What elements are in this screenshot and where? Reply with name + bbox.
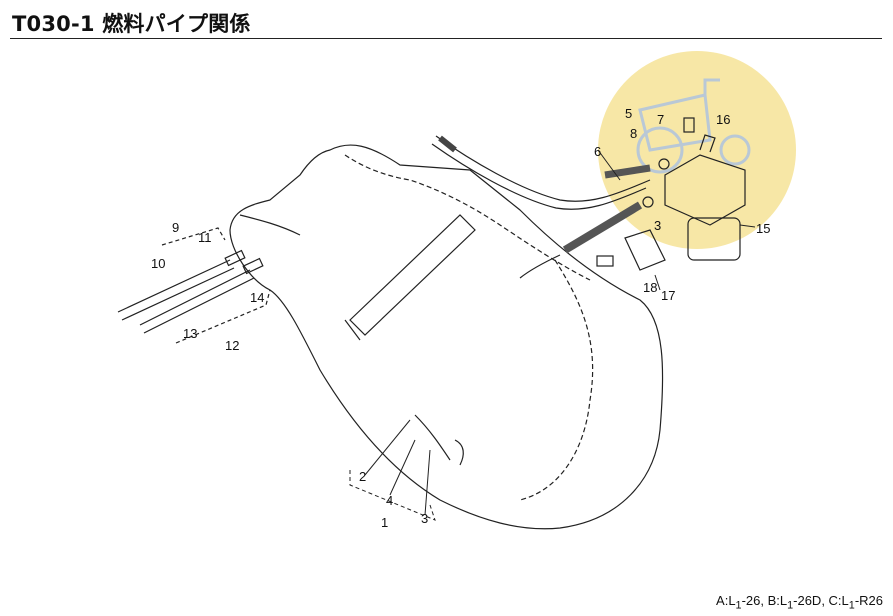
left-fuel-hoses [117, 227, 271, 344]
callout-11: 11 [198, 230, 212, 245]
callout-9: 9 [172, 220, 179, 235]
fuel-filter-assembly [596, 117, 746, 271]
fuel-pipe-diagram: 1 2 3 4 5 6 7 8 9 10 11 12 13 14 15 16 1… [117, 51, 796, 530]
callout-leaders [349, 149, 756, 521]
callout-7: 7 [657, 112, 664, 127]
callout-1: 1 [381, 515, 388, 530]
filter-hoses [431, 135, 651, 279]
callout-10: 10 [151, 256, 165, 271]
callout-12: 12 [225, 338, 239, 353]
model-note: A:L1-26, B:L1-26D, C:L1-R26 [716, 593, 883, 612]
callout-18: 18 [643, 280, 657, 295]
tractor-icon [636, 78, 751, 174]
callout-labels: 1 2 3 4 5 6 7 8 9 10 11 12 13 14 15 16 1… [151, 106, 770, 530]
callout-14: 14 [250, 290, 264, 305]
callout-5: 5 [625, 106, 632, 121]
callout-6: 6 [594, 144, 601, 159]
header: T030-1 燃料パイプ関係 [0, 0, 893, 44]
callout-8: 8 [630, 126, 637, 141]
callout-3b: 3 [654, 218, 661, 233]
watermark-circle [598, 51, 796, 249]
callout-4: 4 [386, 493, 393, 508]
callout-3: 3 [421, 511, 428, 526]
page-title: T030-1 燃料パイプ関係 [12, 12, 251, 36]
callout-16: 16 [716, 112, 730, 127]
callout-13: 13 [183, 326, 197, 341]
callout-17: 17 [661, 288, 675, 303]
title-underline [10, 38, 882, 39]
fuel-tank [229, 144, 664, 530]
callout-2: 2 [359, 469, 366, 484]
callout-15: 15 [756, 221, 770, 236]
